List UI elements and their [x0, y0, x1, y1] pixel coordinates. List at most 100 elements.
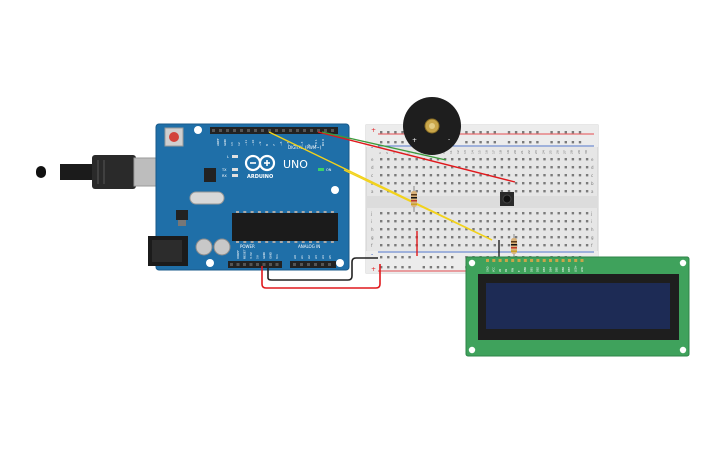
- terminal-hole[interactable]: [408, 220, 411, 223]
- rail-hole[interactable]: [578, 131, 582, 134]
- rail-hole[interactable]: [465, 131, 468, 134]
- rail-hole[interactable]: [472, 141, 475, 144]
- terminal-hole[interactable]: [493, 190, 496, 193]
- terminal-hole[interactable]: [394, 190, 397, 193]
- terminal-hole[interactable]: [408, 212, 411, 215]
- terminal-hole[interactable]: [564, 220, 567, 223]
- terminal-hole[interactable]: [529, 182, 532, 185]
- header-pin-hole[interactable]: [303, 129, 306, 132]
- header-pin-hole[interactable]: [256, 263, 259, 266]
- terminal-hole[interactable]: [380, 158, 383, 161]
- terminal-hole[interactable]: [443, 244, 447, 247]
- header-pin-hole[interactable]: [310, 129, 313, 132]
- terminal-hole[interactable]: [578, 244, 582, 247]
- terminal-hole[interactable]: [522, 174, 525, 177]
- wire-green-buzzer[interactable]: [321, 131, 447, 161]
- terminal-hole[interactable]: [507, 228, 511, 231]
- terminal-hole[interactable]: [380, 236, 383, 239]
- rail-hole[interactable]: [380, 141, 383, 144]
- terminal-hole[interactable]: [507, 236, 511, 239]
- terminal-hole[interactable]: [493, 182, 496, 185]
- terminal-hole[interactable]: [429, 182, 433, 185]
- header-pin-hole[interactable]: [243, 263, 246, 266]
- header-pin-hole[interactable]: [254, 129, 257, 132]
- terminal-hole[interactable]: [408, 174, 411, 177]
- header-pin-hole[interactable]: [321, 263, 324, 266]
- terminal-hole[interactable]: [415, 158, 418, 161]
- terminal-hole[interactable]: [514, 220, 518, 223]
- terminal-hole[interactable]: [514, 166, 518, 169]
- terminal-hole[interactable]: [493, 220, 496, 223]
- terminal-hole[interactable]: [451, 182, 454, 185]
- terminal-hole[interactable]: [465, 244, 468, 247]
- terminal-hole[interactable]: [387, 244, 390, 247]
- terminal-hole[interactable]: [522, 220, 525, 223]
- terminal-hole[interactable]: [443, 166, 447, 169]
- terminal-hole[interactable]: [408, 182, 411, 185]
- terminal-hole[interactable]: [550, 220, 553, 223]
- lcd-pin[interactable]: [555, 259, 559, 262]
- terminal-hole[interactable]: [422, 220, 425, 223]
- terminal-hole[interactable]: [514, 228, 518, 231]
- terminal-hole[interactable]: [415, 182, 418, 185]
- lcd-pin[interactable]: [536, 259, 540, 262]
- terminal-hole[interactable]: [543, 190, 546, 193]
- breadboard[interactable]: + - - + 12345678910111213141516171819202…: [365, 124, 599, 274]
- terminal-hole[interactable]: [564, 158, 567, 161]
- terminal-hole[interactable]: [486, 212, 489, 215]
- terminal-hole[interactable]: [486, 228, 489, 231]
- rail-hole[interactable]: [380, 266, 383, 269]
- terminal-hole[interactable]: [479, 182, 482, 185]
- terminal-hole[interactable]: [465, 158, 468, 161]
- terminal-hole[interactable]: [543, 244, 546, 247]
- rail-hole[interactable]: [465, 141, 468, 144]
- terminal-hole[interactable]: [585, 174, 589, 177]
- rail-hole[interactable]: [394, 266, 397, 269]
- terminal-hole[interactable]: [451, 212, 454, 215]
- rail-hole[interactable]: [529, 141, 532, 144]
- terminal-hole[interactable]: [443, 228, 447, 231]
- lcd-pin[interactable]: [523, 259, 527, 262]
- rail-hole[interactable]: [529, 131, 532, 134]
- rail-hole[interactable]: [436, 256, 440, 259]
- terminal-hole[interactable]: [394, 228, 397, 231]
- analog-header[interactable]: [290, 261, 336, 268]
- terminal-hole[interactable]: [493, 174, 496, 177]
- terminal-hole[interactable]: [451, 244, 454, 247]
- terminal-hole[interactable]: [522, 158, 525, 161]
- arduino-uno-board[interactable]: DIGITAL (PWM~) POWER ANALOG IN UNO ARDUI…: [148, 123, 350, 271]
- header-pin-hole[interactable]: [314, 263, 317, 266]
- terminal-hole[interactable]: [380, 228, 383, 231]
- terminal-hole[interactable]: [550, 182, 553, 185]
- wire-red-signal[interactable]: [317, 131, 516, 183]
- rail-hole[interactable]: [401, 131, 404, 134]
- terminal-hole[interactable]: [557, 158, 560, 161]
- header-pin-hole[interactable]: [307, 263, 310, 266]
- terminal-hole[interactable]: [529, 220, 532, 223]
- terminal-hole[interactable]: [387, 236, 390, 239]
- rail-hole[interactable]: [387, 131, 390, 134]
- terminal-hole[interactable]: [408, 244, 411, 247]
- terminal-hole[interactable]: [536, 220, 539, 223]
- rail-hole[interactable]: [429, 256, 433, 259]
- terminal-hole[interactable]: [557, 182, 560, 185]
- terminal-hole[interactable]: [394, 244, 397, 247]
- header-pin-hole[interactable]: [275, 129, 278, 132]
- terminal-hole[interactable]: [401, 228, 404, 231]
- terminal-hole[interactable]: [564, 190, 567, 193]
- terminal-hole[interactable]: [486, 220, 489, 223]
- terminal-hole[interactable]: [507, 158, 511, 161]
- terminal-hole[interactable]: [415, 174, 418, 177]
- piezo-buzzer[interactable]: + -: [403, 97, 461, 155]
- terminal-hole[interactable]: [578, 158, 582, 161]
- terminal-hole[interactable]: [522, 236, 525, 239]
- terminal-hole[interactable]: [514, 174, 518, 177]
- terminal-hole[interactable]: [529, 212, 532, 215]
- terminal-hole[interactable]: [415, 212, 418, 215]
- terminal-hole[interactable]: [458, 158, 461, 161]
- terminal-hole[interactable]: [550, 158, 553, 161]
- terminal-hole[interactable]: [472, 158, 475, 161]
- terminal-hole[interactable]: [380, 166, 383, 169]
- rail-hole[interactable]: [422, 256, 425, 259]
